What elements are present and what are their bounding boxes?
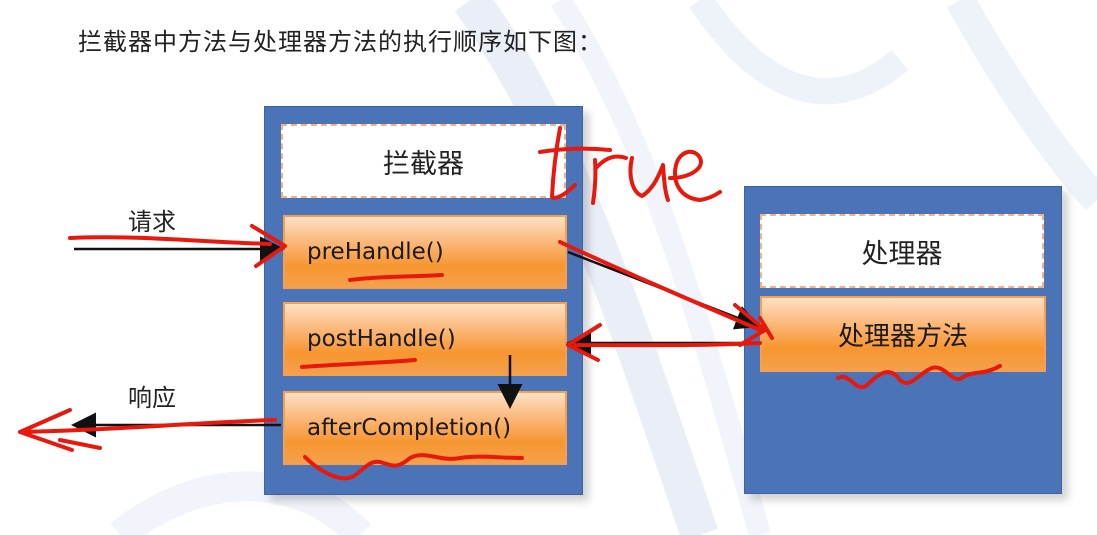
request-label: 请求 bbox=[128, 208, 176, 236]
response-label: 响应 bbox=[128, 384, 176, 412]
aftercompletion-box: afterCompletion() bbox=[283, 391, 567, 465]
handler-header: 处理器 bbox=[760, 214, 1044, 288]
handler-method-box: 处理器方法 bbox=[760, 296, 1046, 372]
prehandle-box: preHandle() bbox=[283, 215, 567, 289]
interceptor-header: 拦截器 bbox=[281, 124, 566, 198]
posthandle-box: postHandle() bbox=[283, 302, 567, 376]
page-title: 拦截器中方法与处理器方法的执行顺序如下图： bbox=[78, 28, 603, 56]
